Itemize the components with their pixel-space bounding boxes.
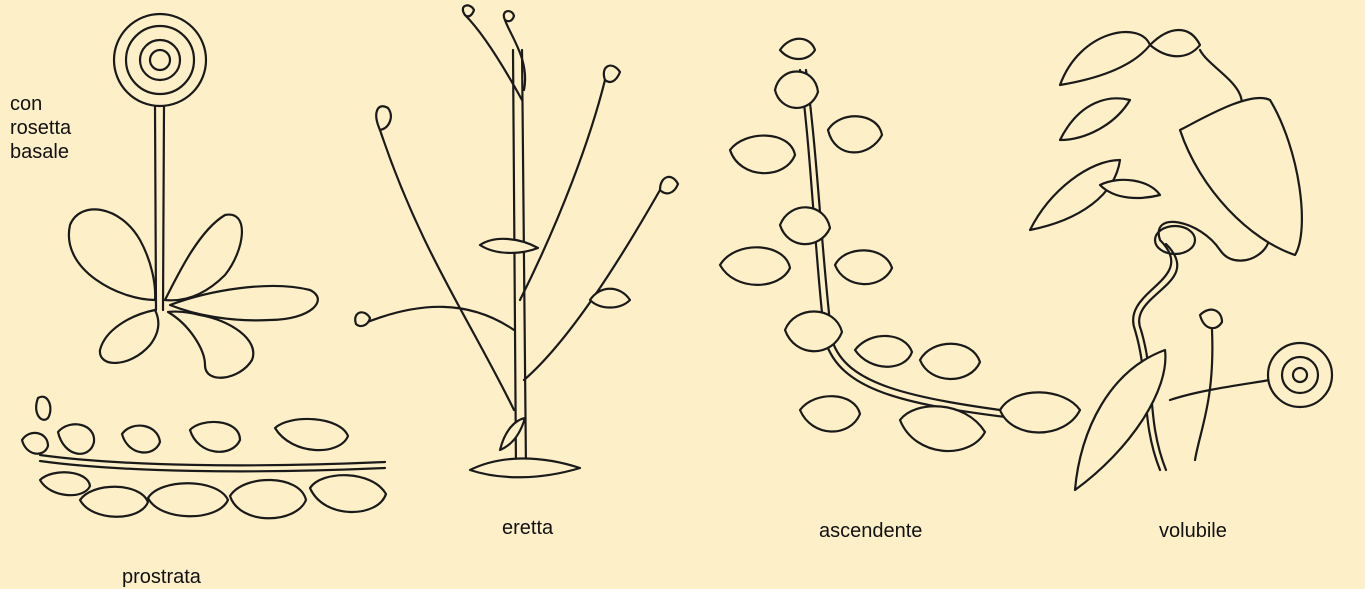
rosette-leaf (100, 310, 158, 363)
label-prostrata: prostrata (122, 565, 201, 589)
ascending-plant-drawing (720, 39, 1080, 451)
label-ascendente: ascendente (819, 519, 922, 543)
flower-icon (1268, 343, 1332, 407)
label-rosetta-line1: con (10, 92, 100, 116)
flower-head-icon (114, 14, 206, 106)
erect-plant-drawing (355, 5, 678, 477)
label-rosetta-line3: basale (10, 140, 100, 164)
prostrate-plant-drawing (22, 397, 386, 519)
rosette-plant-drawing (69, 14, 318, 378)
label-eretta: eretta (502, 516, 553, 540)
rosette-leaf (168, 312, 253, 378)
label-rosetta-basale: con rosetta basale (10, 92, 100, 164)
rosette-leaf (69, 209, 155, 300)
label-rosetta-line2: rosetta (10, 116, 100, 140)
label-volubile: volubile (1159, 519, 1227, 543)
climbing-plant-drawing (1030, 30, 1332, 490)
rosette-leaf (165, 215, 242, 301)
